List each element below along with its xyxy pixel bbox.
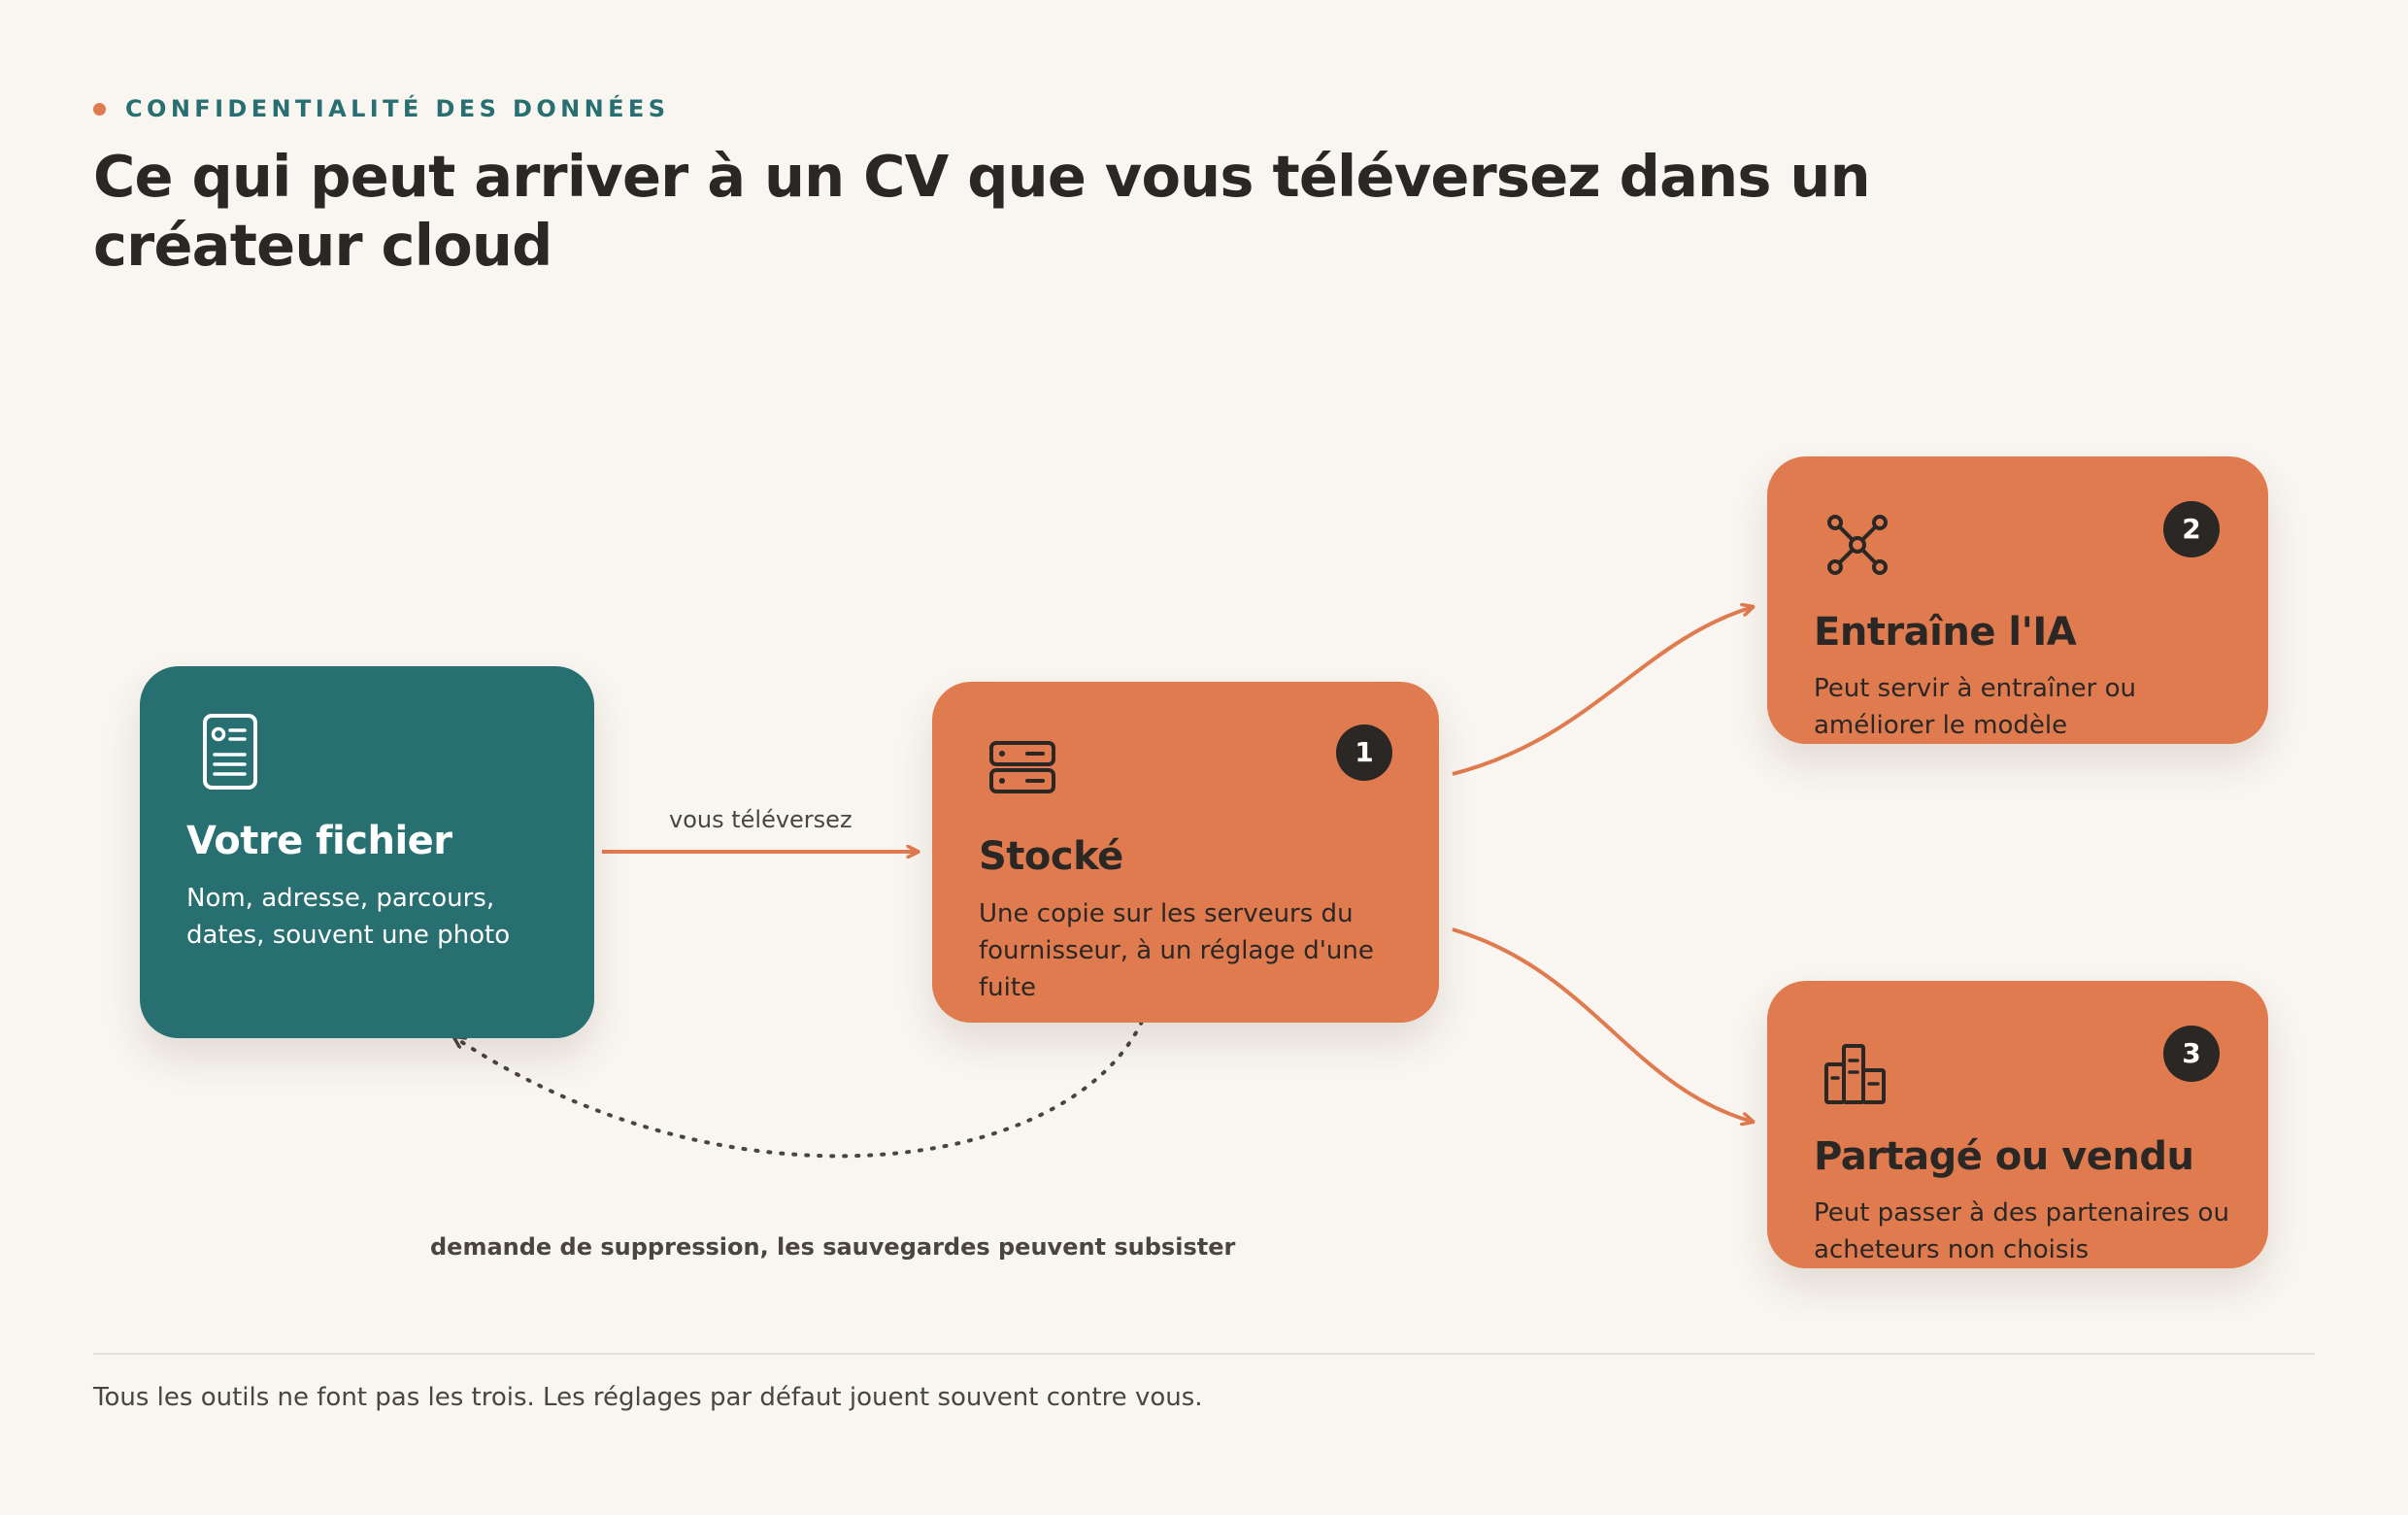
page-title: Ce qui peut arriver à un CV que vous tél…: [93, 143, 1871, 279]
server-icon: [989, 741, 1055, 793]
node-stored-description: Une copie sur les serveurs du fournisseu…: [979, 899, 1374, 1002]
network-icon: [1827, 515, 1888, 575]
node-stored: 1 Stocké Une copie sur les serveurs du f…: [932, 682, 1439, 1023]
document-icon: [203, 714, 257, 790]
node-stored-title: Stocké: [979, 834, 1123, 879]
step-badge-2: 2: [2163, 501, 2220, 557]
footer-divider: [93, 1353, 2315, 1355]
node-shared-or-sold-description: Peut passer à des partenaires ou acheteu…: [1814, 1198, 2229, 1264]
node-trains-ai-description: Peut servir à entraîner ou améliorer le …: [1814, 674, 2137, 740]
buildings-icon: [1824, 1044, 1886, 1104]
shared-arrow: [1452, 927, 1753, 1122]
node-shared-or-sold-title: Partagé ou vendu: [1814, 1134, 2194, 1179]
node-your-file-title: Votre fichier: [186, 819, 452, 863]
eyebrow-dot: [93, 102, 106, 116]
node-trains-ai-title: Entraîne l'IA: [1814, 610, 2077, 655]
section-eyebrow: CONFIDENTIALITÉ DES DONNÉES: [93, 95, 669, 122]
node-shared-or-sold: 3 Partagé ou vendu Peut passer à des par…: [1767, 981, 2268, 1268]
deletion-label: demande de suppression, les sauvegardes …: [430, 1233, 1236, 1261]
node-your-file-description: Nom, adresse, parcours, dates, souvent u…: [186, 884, 511, 950]
node-your-file: Votre fichier Nom, adresse, parcours, da…: [140, 666, 594, 1038]
footer-note: Tous les outils ne font pas les trois. L…: [93, 1383, 1203, 1412]
upload-label: vous téléversez: [669, 806, 853, 833]
step-badge-1: 1: [1336, 724, 1392, 781]
step-badge-3: 3: [2163, 1026, 2220, 1082]
node-trains-ai: 2 Entraîne l'IA Peut servir à entraîner …: [1767, 456, 2268, 744]
eyebrow-label: CONFIDENTIALITÉ DES DONNÉES: [125, 95, 670, 122]
deletion-arrow: [454, 1020, 1144, 1159]
ai-arrow: [1452, 607, 1753, 776]
